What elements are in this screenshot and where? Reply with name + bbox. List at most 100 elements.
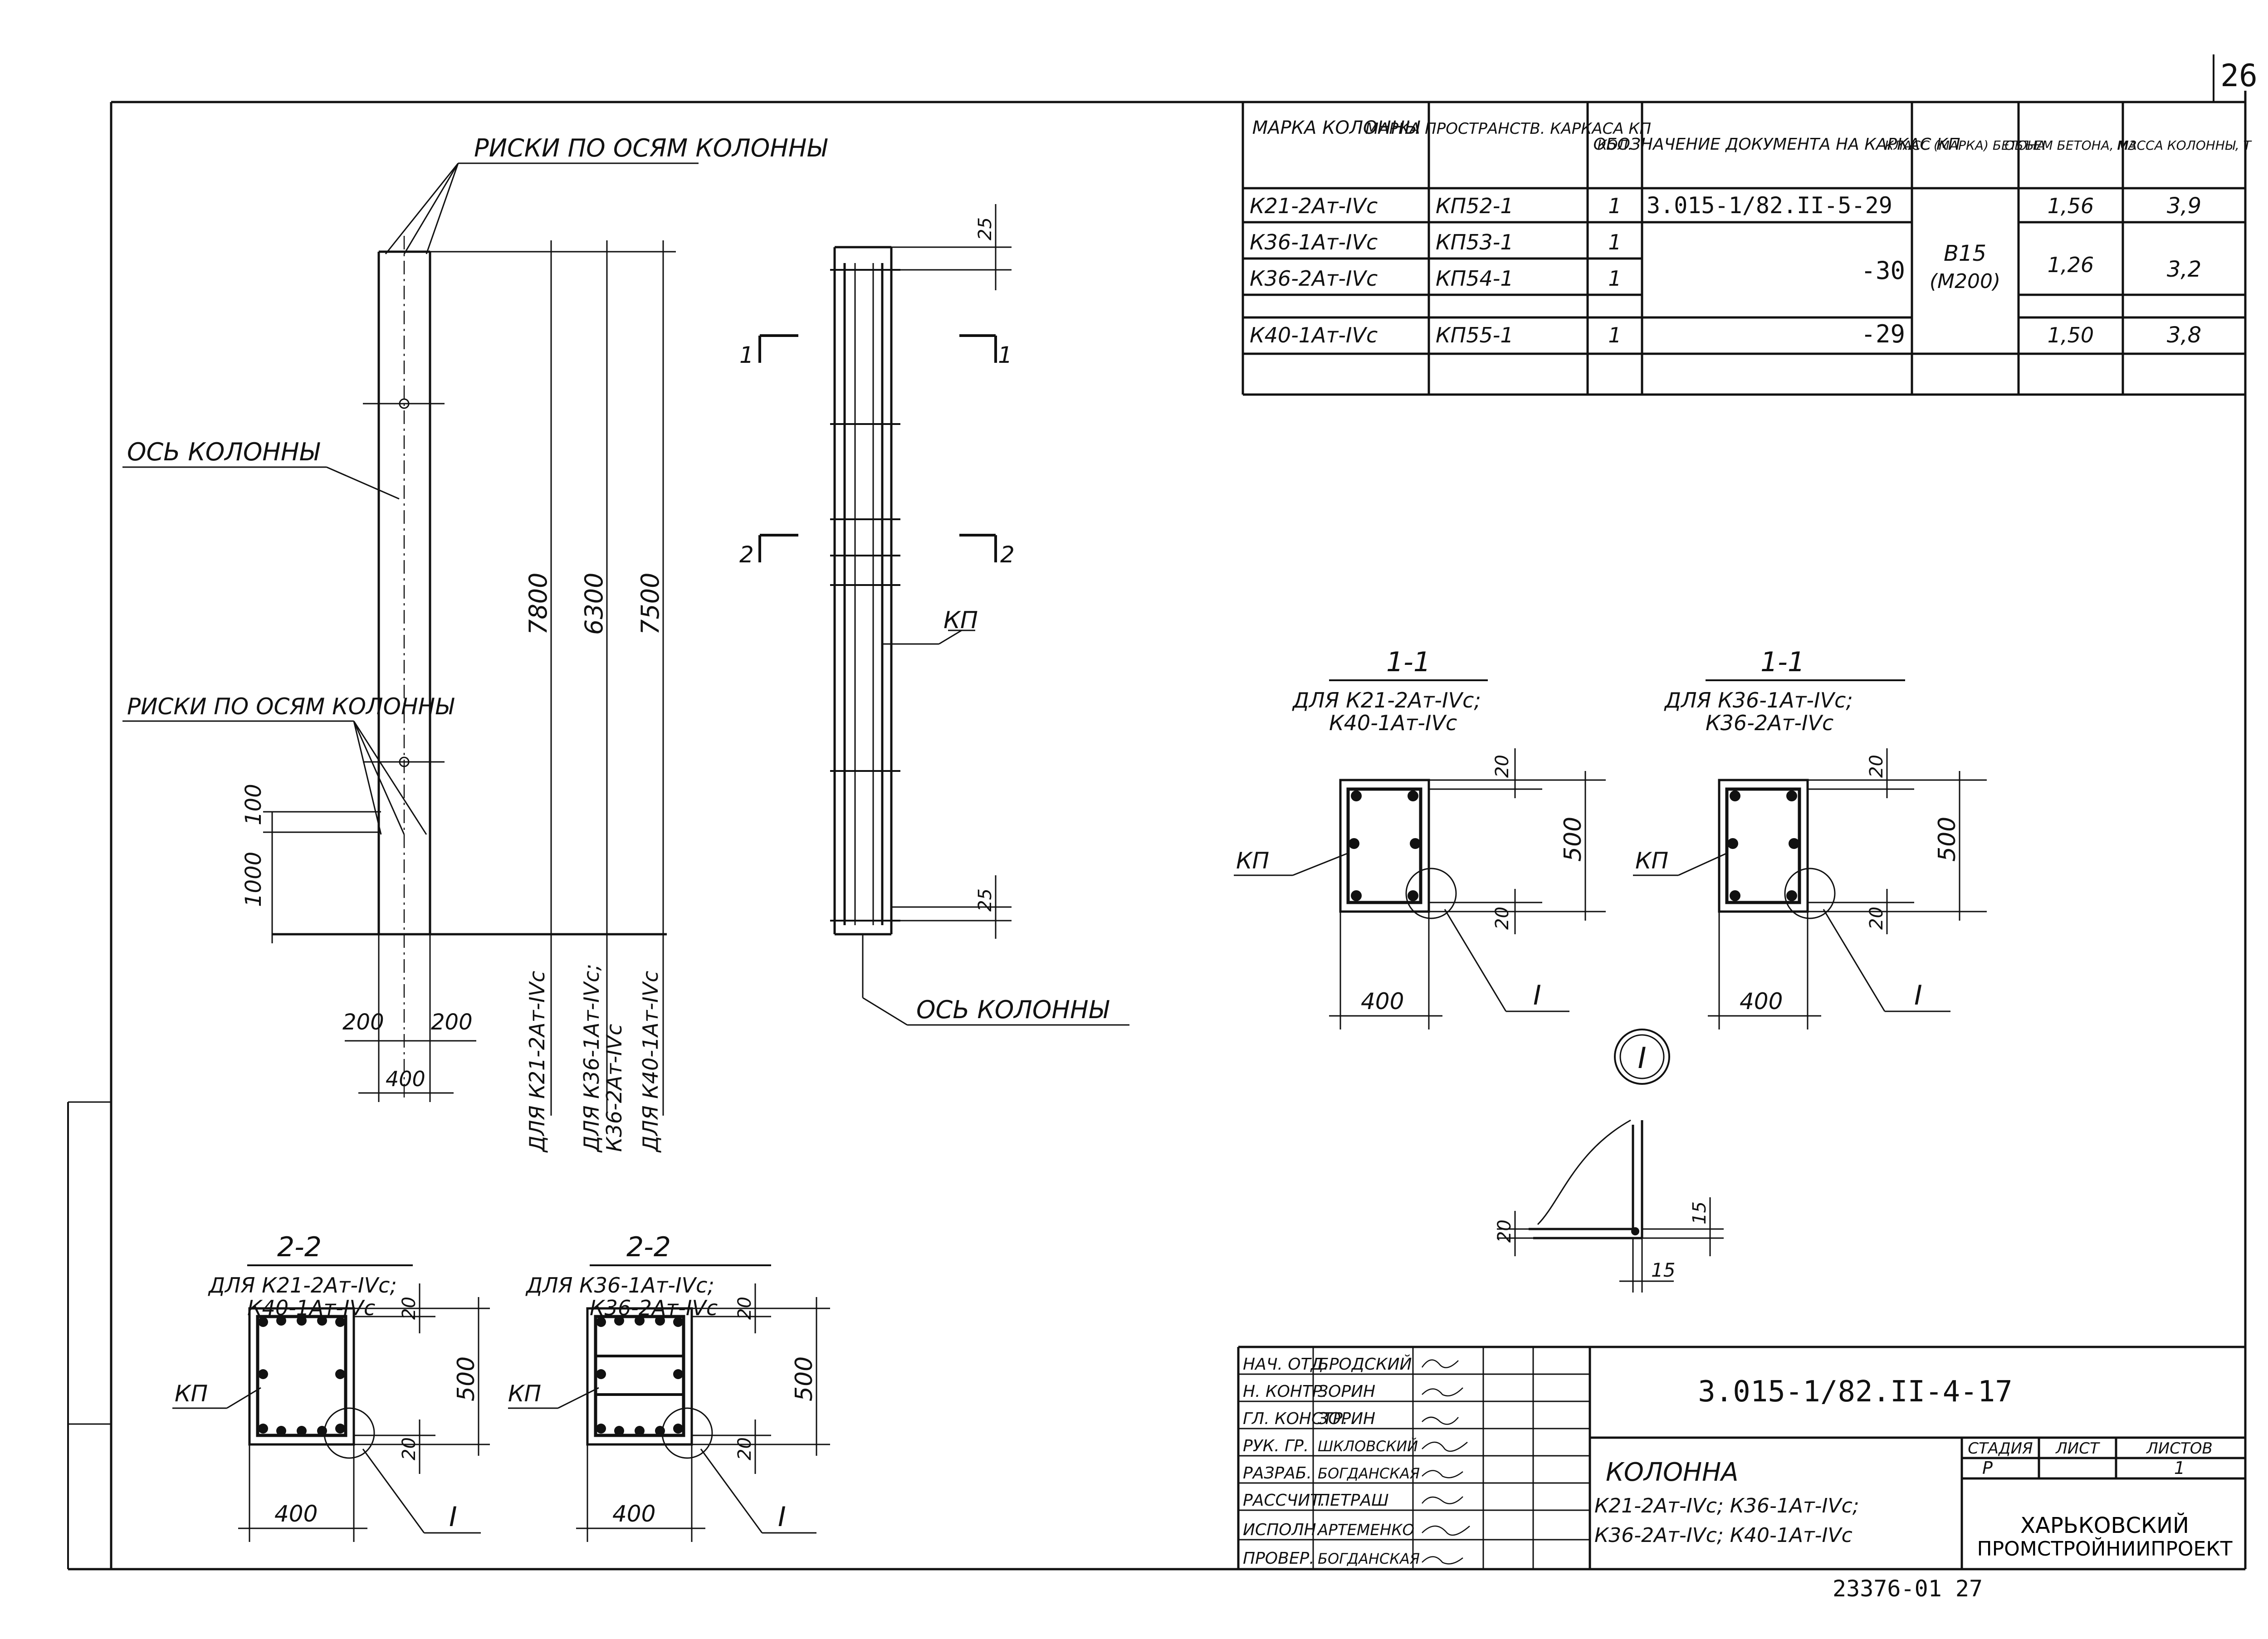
table-row: К40-1Ат-IVс КП55-1 1 -29 [1250, 320, 1905, 348]
section-title: 1-1 [1386, 646, 1431, 678]
cell-qty: 1 [1608, 323, 1621, 347]
section-title: 2-2 [277, 1231, 322, 1263]
signer-name: АРТЕМЕНКО [1317, 1521, 1414, 1539]
title-name-3: К36-2Ат-IVс; К40-1Ат-IVс [1594, 1524, 1853, 1547]
dim-200-left: 200 [342, 1010, 384, 1035]
risks-bottom-label: РИСКИ ПО ОСЯМ КОЛОННЫ [127, 693, 455, 720]
kp-label: КП [508, 1380, 541, 1407]
dim-25-bottom: 25 [975, 888, 996, 912]
header-qty: КОЛ. [1597, 137, 1632, 153]
for-label-3: ДЛЯ К40-1Ат-IVс [638, 971, 663, 1153]
dim-400: 400 [612, 1501, 655, 1527]
for-label-1: ДЛЯ К21-2Ат-IVс [525, 971, 549, 1153]
role-label: РАЗРАБ. [1243, 1464, 1312, 1483]
axis-label-frame: ОСЬ КОЛОННЫ [916, 995, 1110, 1024]
spec-table: МАРКА КОЛОННЫ МАРКА ПРОСТРАНСТВ. КАРКАСА… [1242, 102, 2252, 396]
kp-label: КП [175, 1380, 208, 1407]
for-label-2b: К36-2Ат-IVс [602, 1024, 626, 1152]
page-number: 26 [2220, 58, 2258, 94]
section-for-1: ДЛЯ К21-2Ат-IVс; [208, 1273, 397, 1298]
stage-value: Р [1982, 1458, 1993, 1478]
dim-20-top: 20 [734, 1297, 755, 1320]
header-mass: МАССА КОЛОННЫ, Т [2117, 138, 2252, 153]
signer-name: БОГДАНСКАЯ [1318, 1465, 1420, 1482]
cell-doc: -30 [1861, 256, 1905, 285]
header-frame: МАРКА ПРОСТРАНСТВ. КАРКАСА КП [1365, 120, 1651, 138]
cell-qty: 1 [1608, 266, 1621, 291]
sheets-label: ЛИСТОВ [2146, 1439, 2213, 1458]
cell-frame: КП53-1 [1436, 230, 1514, 254]
table-row: К36-2Ат-IVс КП54-1 1 -30 [1250, 256, 1905, 291]
sheet-frame [67, 54, 2247, 1571]
role-label: ГЛ. КОНСТР. [1243, 1410, 1348, 1428]
cell-mark: К21-2Ат-IVс [1250, 194, 1378, 218]
dim-400: 400 [386, 1067, 425, 1091]
dim-500: 500 [1559, 817, 1587, 862]
role-label: ПРОВЕР. [1243, 1549, 1315, 1568]
node-label: I [778, 1501, 786, 1533]
cell-doc: -29 [1861, 320, 1905, 348]
cell-frame: КП54-1 [1436, 266, 1514, 291]
signer-name: БРОДСКИЙ [1318, 1355, 1412, 1374]
signer-name: ЗОРИН [1318, 1410, 1375, 1428]
cut-1-right: 1 [998, 342, 1012, 368]
length-7500: 7500 [636, 573, 665, 635]
dim-200-right: 200 [431, 1010, 473, 1035]
sheets-value: 1 [2174, 1458, 2185, 1478]
section-for-1: ДЛЯ К36-1Ат-IVс; [525, 1273, 714, 1298]
cut-2-right: 2 [1000, 541, 1015, 568]
section-title: 2-2 [626, 1231, 671, 1263]
dim-20-bottom: 20 [1866, 907, 1887, 930]
axis-label: ОСЬ КОЛОННЫ [127, 438, 321, 466]
dim-20-top: 20 [399, 1297, 420, 1320]
length-6300: 6300 [580, 573, 608, 635]
node-detail: I 20 15 15 [1494, 1029, 1724, 1293]
signer-name: ЗОРИН [1318, 1382, 1375, 1401]
role-label: РАССЧИТ. [1243, 1491, 1325, 1510]
section-2-2-a: 2-2 ДЛЯ К21-2Ат-IVс; К40-1Ат-IVс [172, 1231, 490, 1542]
cut-1-left: 1 [739, 342, 754, 368]
cell-mark: К36-2Ат-IVс [1250, 266, 1378, 291]
dim-500: 500 [453, 1356, 480, 1401]
dim-20-bottom: 20 [399, 1437, 420, 1460]
dim-400: 400 [1740, 988, 1783, 1015]
node-label: I [1914, 980, 1922, 1011]
section-for-2: К40-1Ат-IVс [1329, 711, 1457, 735]
dim-20-bottom: 20 [1492, 907, 1513, 930]
signer-name: ШКЛОВСКИЙ [1318, 1438, 1418, 1455]
header-mark: МАРКА КОЛОННЫ [1252, 117, 1421, 138]
designation: 3.015-1/82.II-4-17 [1698, 1375, 2013, 1409]
signer-name: ПЕТРАШ [1318, 1491, 1389, 1510]
node-label: I [449, 1501, 457, 1533]
title-name-1: КОЛОННА [1606, 1458, 1739, 1487]
dim-1000: 1000 [241, 852, 266, 907]
kp-label: КП [1236, 848, 1269, 874]
section-for-1: ДЛЯ К21-2Ат-IVс; [1292, 688, 1481, 712]
sheet-label: ЛИСТ [2055, 1439, 2100, 1458]
node-title: I [1638, 1042, 1647, 1075]
kp-label: КП [1635, 848, 1668, 874]
role-label: Н. КОНТР. [1243, 1382, 1327, 1401]
dim-500: 500 [791, 1356, 818, 1401]
signatures [1421, 1359, 1470, 1565]
dim-20-top: 20 [1866, 755, 1887, 778]
org-name-2: ПРОМСТРОЙНИИПРОЕКТ [1977, 1537, 2233, 1561]
concrete-class: В15 [1944, 241, 1986, 266]
volume-1: 1,56 [2048, 194, 2094, 218]
column-elevation: РИСКИ ПО ОСЯМ КОЛОННЫ ОСЬ КОЛОННЫ РИСКИ … [122, 134, 828, 1153]
dim-15-horizontal: 15 [1651, 1259, 1675, 1281]
volume-3: 1,50 [2048, 323, 2094, 347]
table-row: К36-1Ат-IVс КП53-1 1 [1250, 230, 1622, 254]
mass-3: 3,8 [2167, 322, 2201, 348]
kp-label: КП [943, 607, 978, 634]
role-label: НАЧ. ОТД. [1243, 1355, 1329, 1374]
signer-name: БОГДАНСКАЯ [1318, 1550, 1420, 1567]
cut-2-left: 2 [739, 541, 754, 568]
dim-20: 20 [1494, 1219, 1515, 1243]
section-1-1-a: 1-1 ДЛЯ К21-2Ат-IVс; К40-1Ат-IVс [1234, 646, 1606, 1029]
title-name-2: К21-2Ат-IVс; К36-1Ат-IVс; [1594, 1494, 1859, 1517]
dim-100: 100 [241, 784, 266, 825]
volume-2: 1,26 [2048, 253, 2094, 277]
